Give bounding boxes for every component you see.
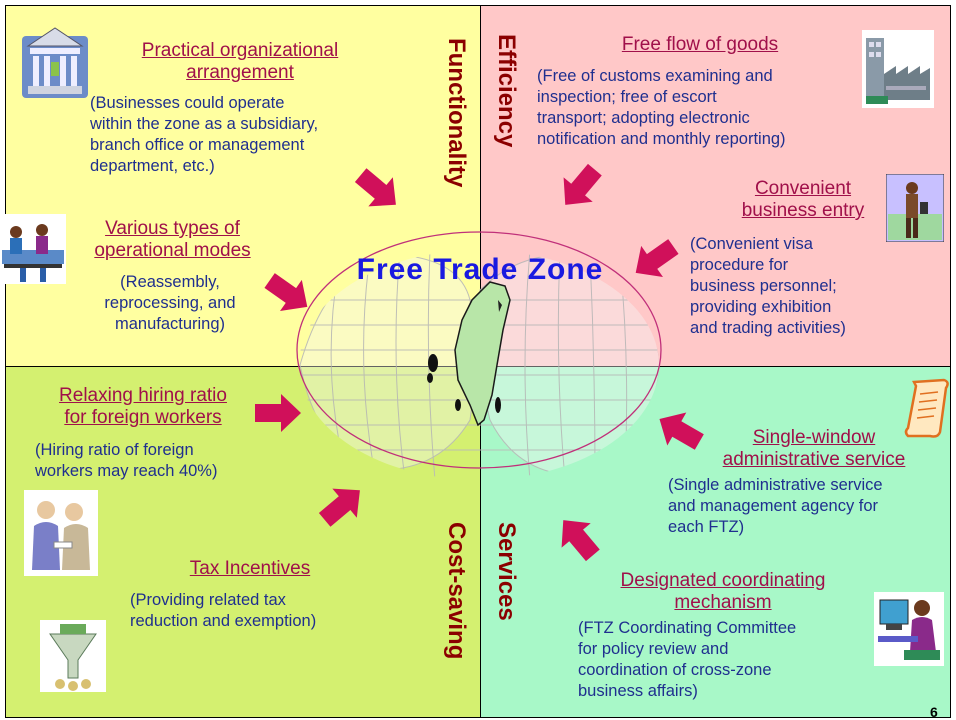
free-flow-goods-desc: (Free of customs examining and inspectio… <box>537 67 786 148</box>
operational-modes-desc: (Reassembly, reprocessing, and manufactu… <box>104 273 236 333</box>
free-flow-goods-title: Free flow of goods <box>621 34 779 55</box>
arrow-icon <box>548 507 608 568</box>
tax-incentives-desc: (Providing related tax reduction and exe… <box>130 591 317 630</box>
businessman-icon <box>886 174 944 242</box>
convenient-business-entry-title: Convenient business entry <box>741 178 865 221</box>
relaxing-hiring-ratio-desc: (Hiring ratio of foreign workers may rea… <box>35 441 218 480</box>
meeting-people-icon <box>24 490 98 576</box>
arrow-icon <box>649 402 709 459</box>
convenient-business-entry-desc: (Convenient visa procedure for business … <box>690 235 846 337</box>
designated-coordinating-desc: (FTZ Coordinating Committee for policy r… <box>578 619 797 700</box>
operational-modes-title: Various types of operational modes <box>94 218 251 261</box>
practical-organizational-desc: (Businesses could operate within the zon… <box>90 94 319 175</box>
page-number: 6 <box>930 704 938 720</box>
relaxing-hiring-ratio-title: Relaxing hiring ratio for foreign worker… <box>59 385 227 428</box>
arrow-icon <box>312 475 373 535</box>
cost-saving-heading: Cost-saving <box>443 522 470 660</box>
efficiency-heading: Efficiency <box>493 34 520 148</box>
assembly-workers-icon <box>0 214 66 284</box>
taiwan-icon <box>454 281 511 427</box>
world-map-icon <box>299 250 659 480</box>
arrow-icon <box>550 157 610 218</box>
arrow-icon <box>255 394 301 432</box>
functionality-heading: Functionality <box>443 38 470 188</box>
arrow-icon <box>348 160 409 220</box>
single-window-desc: (Single administrative service and manag… <box>668 476 883 536</box>
designated-coordinating-title: Designated coordinating mechanism <box>620 570 826 613</box>
arrow-icon <box>624 230 685 289</box>
free-trade-zone-label: Free Trade Zone <box>356 253 604 286</box>
services-heading: Services <box>493 522 520 621</box>
bank-building-icon <box>22 27 88 98</box>
single-window-title: Single-window administrative service <box>722 427 906 470</box>
money-funnel-icon <box>40 620 106 692</box>
computer-user-icon <box>874 592 944 666</box>
scroll-icon <box>904 378 949 438</box>
factory-icon <box>862 30 934 108</box>
tax-incentives-title: Tax Incentives <box>189 558 311 579</box>
practical-organizational-title: Practical organizational arrangement <box>141 40 339 83</box>
center-ellipse <box>296 231 662 469</box>
arrow-icon <box>258 264 319 323</box>
